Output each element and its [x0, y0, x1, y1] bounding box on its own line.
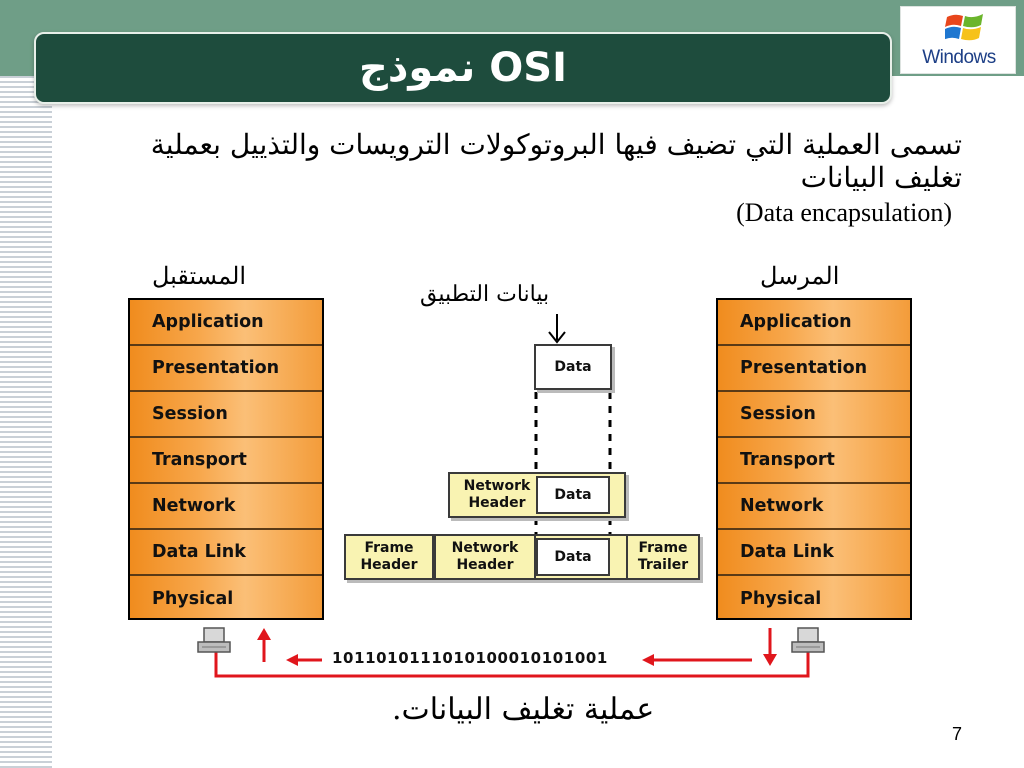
frame-network-header-label: Network Header	[451, 540, 519, 573]
receiver-layer-transport: Transport	[130, 438, 322, 484]
page-title: نموذج OSI	[359, 45, 567, 91]
receiver-layer-physical: Physical	[152, 589, 234, 609]
sender-layer-data-link: Data Link	[718, 530, 910, 576]
receiver-label: المستقبل	[152, 262, 247, 290]
description-arabic: تسمى العملية التي تضيف فيها البروتوكولات…	[150, 128, 962, 194]
page-number: 7	[952, 724, 963, 744]
receiver-layer-presentation: Presentation	[130, 346, 322, 392]
app-data-box-label: Data	[554, 358, 592, 375]
sender-layer-presentation: Presentation	[718, 346, 910, 392]
network-data-box: Data	[536, 476, 610, 514]
frame-trailer-label: Frame Trailer	[637, 540, 689, 573]
windows-logo: Windows	[900, 6, 1016, 74]
sender-layer-physical: Physical	[740, 589, 822, 609]
windows-flag-icon	[945, 14, 983, 41]
sender-layer-application: Application	[718, 300, 910, 346]
sender-label: المرسل	[760, 262, 840, 290]
side-stripes	[0, 76, 52, 768]
frame-network-header-box: Network Header	[434, 534, 536, 580]
bitstream: 1011010111010100010101001	[332, 649, 608, 667]
sender-stack: Application Presentation Session Transpo…	[716, 298, 912, 620]
receiver-layer-application: Application	[130, 300, 322, 346]
app-data-box: Data	[534, 344, 612, 390]
receiver-layer-data-link: Data Link	[130, 530, 322, 576]
sender-layer-network: Network	[718, 484, 910, 530]
frame-header-box: Frame Header	[344, 534, 434, 580]
caption-arabic: عملية تغليف البيانات.	[392, 692, 655, 727]
sender-layer-transport: Transport	[718, 438, 910, 484]
receiver-computer-icon	[197, 627, 231, 653]
network-data-label: Data	[554, 486, 592, 503]
receiver-layer-session: Session	[130, 392, 322, 438]
description-english: (Data encapsulation)	[736, 198, 952, 227]
logo-text: Windows	[922, 47, 996, 68]
frame-data-box: Data	[536, 538, 610, 576]
frame-data-label: Data	[554, 548, 592, 565]
sender-computer-icon	[791, 627, 825, 653]
sender-layer-session: Session	[718, 392, 910, 438]
application-data-label: بيانات التطبيق	[420, 282, 550, 307]
receiver-stack: Application Presentation Session Transpo…	[128, 298, 324, 620]
title-bar: نموذج OSI	[34, 32, 892, 104]
frame-trailer-box: Frame Trailer	[626, 534, 700, 580]
frame-header-label: Frame Header	[360, 540, 418, 573]
network-header-label: Network Header	[463, 478, 531, 511]
receiver-layer-network: Network	[130, 484, 322, 530]
